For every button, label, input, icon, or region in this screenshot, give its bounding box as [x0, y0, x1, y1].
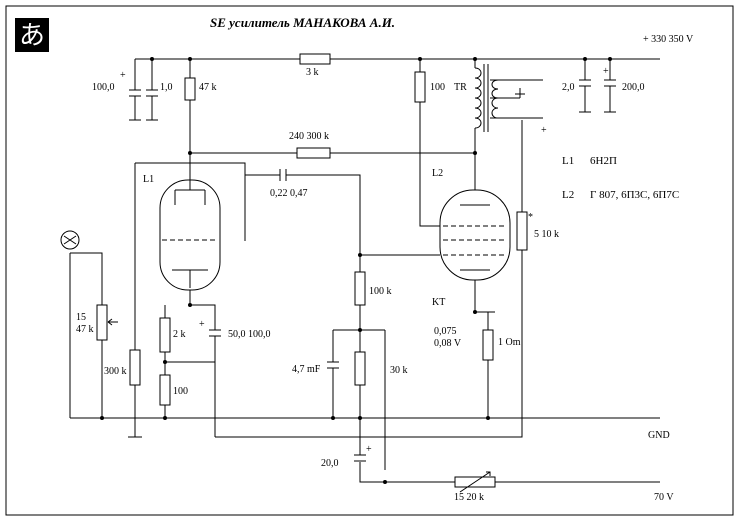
label-plus-c200: + — [603, 66, 609, 77]
label-r-30k: 30 k — [390, 365, 408, 376]
label-b-plus: + 330 350 V — [643, 34, 694, 45]
label-c-2-0: 2,0 — [562, 82, 575, 93]
label-r-47k: 47 k — [199, 82, 217, 93]
label-r-3k: 3 k — [306, 67, 319, 78]
resistor-47k — [184, 77, 196, 101]
capacitor-1-0 — [146, 89, 158, 121]
legend-l1-name: L1 — [562, 155, 574, 167]
resistor-2k — [159, 317, 171, 353]
diagram-title: SE усилитель МАНАКОВА А.И. — [210, 15, 395, 30]
resistor-30k — [354, 351, 366, 386]
label-plus-c20: + — [366, 444, 372, 455]
signal-source-icon — [60, 230, 80, 250]
label-v-0075: 0,075 — [434, 326, 457, 337]
label-r-100-cathode: 100 — [173, 386, 188, 397]
label-r-5-10k: 5 10 k — [534, 229, 559, 240]
junction-dots — [100, 57, 612, 484]
label-r-100: 100 — [430, 82, 445, 93]
label-gnd: GND — [648, 430, 670, 441]
label-plus-c100: + — [120, 70, 126, 81]
label-c-4-7mf: 4,7 mF — [292, 364, 321, 375]
label-l1: L1 — [143, 174, 154, 185]
capacitor-20-0 — [354, 454, 366, 462]
resistor-3k — [299, 53, 331, 65]
label-c-100-0: 100,0 — [92, 82, 115, 93]
hiragana-a-icon: あ — [15, 18, 49, 52]
resistor-100-cathode — [159, 374, 171, 406]
svg-text:あ: あ — [19, 21, 45, 51]
label-c-50-100: 50,0 100,0 — [228, 329, 271, 340]
capacitor-200-0 — [604, 79, 616, 113]
legend-l2-tube: Г 807, 6П3С, 6П7С — [590, 189, 679, 201]
label-r-100k: 100 k — [369, 286, 392, 297]
label-v-008: 0,08 V — [434, 338, 462, 349]
label-c-20-0: 20,0 — [321, 458, 339, 469]
capacitor-4-7mf — [327, 361, 339, 372]
label-l2: L2 — [432, 168, 443, 179]
label-pot-15-20k: 15 20 k — [454, 492, 484, 503]
capacitor-50-100 — [209, 329, 221, 345]
legend-l2-name: L2 — [562, 189, 574, 201]
tube-l1 — [159, 179, 221, 291]
label-c-1-0: 1,0 — [160, 82, 173, 93]
resistor-300k — [129, 349, 141, 386]
diagram-frame — [5, 5, 734, 516]
label-kt: KT — [432, 297, 445, 308]
label-plus-c50: + — [199, 319, 205, 330]
label-c-200-0: 200,0 — [622, 82, 645, 93]
label-star: * — [528, 212, 533, 223]
legend-l1-tube: 6Н2П — [590, 155, 617, 167]
capacitor-2-0 — [579, 79, 591, 113]
label-pot-15: 15 — [76, 312, 86, 323]
label-plus-tr: + — [541, 125, 547, 136]
potentiometer-15-47k — [96, 304, 108, 341]
resistor-1-ohm — [482, 329, 494, 361]
resistor-240-300k — [296, 147, 331, 159]
label-70v: 70 V — [654, 492, 674, 503]
tube-l2 — [439, 189, 511, 281]
label-tr: TR — [454, 82, 467, 93]
label-r-240-300k: 240 300 k — [289, 131, 329, 142]
output-transformer — [474, 64, 525, 132]
capacitor-100-0 — [129, 89, 141, 121]
resistor-5-10k — [516, 211, 528, 251]
resistor-100-screen — [414, 71, 426, 103]
label-r-300k: 300 k — [104, 366, 127, 377]
resistor-100k — [354, 271, 366, 306]
label-r-2k: 2 k — [173, 329, 186, 340]
capacitor-coupling — [279, 169, 293, 181]
label-pot-47k: 47 k — [76, 324, 94, 335]
label-r-1om: 1 Om — [498, 337, 521, 348]
label-c-022-047: 0,22 0,47 — [270, 188, 308, 199]
